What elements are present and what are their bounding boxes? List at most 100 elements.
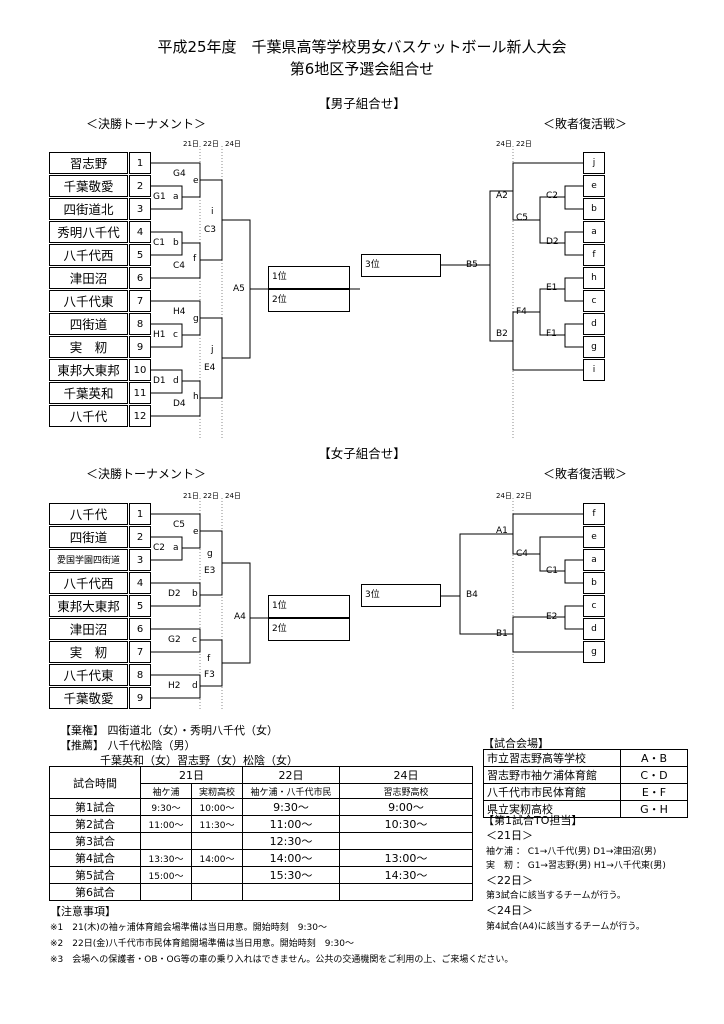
boys-team: 秀明八千代 [49, 221, 128, 243]
girls-slot-c: c [192, 635, 197, 645]
schedule-row: 第6試合 [49, 883, 473, 901]
boys-match-H1: H1 [153, 330, 166, 340]
girls-team-num: 7 [129, 641, 151, 663]
schedule-row-name: 第2試合 [49, 815, 141, 833]
girls-day-21: 21日 [183, 492, 199, 500]
boys-slot-a: a [173, 192, 179, 202]
boys-team-num: 3 [129, 198, 151, 220]
venue-row: 県立実籾高校 G・H [483, 800, 688, 818]
girls-rep-slot: d [583, 618, 605, 640]
boys-team-num: 1 [129, 152, 151, 174]
schedule-header-21: 21日 [140, 766, 243, 784]
schedule-row-name: 第6試合 [49, 883, 141, 901]
girls-rep-slot: b [583, 572, 605, 594]
girls-match-H2: H2 [168, 681, 181, 691]
girls-team: 八千代 [49, 503, 128, 525]
boys-rep-slot: i [583, 359, 605, 381]
schedule-cell: 11:00～ [242, 815, 340, 833]
girls-rep-day-22: 22日 [516, 492, 532, 500]
boys-slot-b: b [173, 238, 179, 248]
boys-team: 千葉英和 [49, 382, 128, 404]
girls-result-1st: 1位 [268, 595, 350, 618]
girls-team: 東邦大東邦 [49, 595, 128, 617]
schedule-cell: 14:30～ [339, 866, 473, 884]
girls-team-num: 6 [129, 618, 151, 640]
boys-team-num: 6 [129, 267, 151, 289]
venue-code: G・H [620, 800, 688, 818]
boys-rep-slot: d [583, 313, 605, 335]
girls-match-D2: D2 [168, 589, 181, 599]
girls-team-num: 4 [129, 572, 151, 594]
venue-row: 習志野市袖ケ浦体育館 C・D [483, 766, 688, 784]
boys-rep-slot: e [583, 175, 605, 197]
boys-team-num: 2 [129, 175, 151, 197]
girls-slot-f: f [207, 654, 211, 664]
girls-team: 八千代西 [49, 572, 128, 594]
boys-slot-g: g [193, 314, 199, 324]
boys-rep-day-24: 24日 [496, 140, 512, 148]
venue-name: 習志野市袖ケ浦体育館 [483, 766, 621, 784]
boys-team-num: 7 [129, 290, 151, 312]
caution-3: ※3 会場への保護者・OB・OG等の車の乗り入れはできません。公共の交通機関をご… [50, 955, 514, 965]
venue-row: 八千代市市民体育館 E・F [483, 783, 688, 801]
schedule-cell [191, 883, 243, 901]
girls-result-3rd: 3位 [361, 584, 441, 607]
girls-team: 愛国学園四街道 [49, 549, 128, 571]
boys-rep-slot: g [583, 336, 605, 358]
boys-team: 津田沼 [49, 267, 128, 289]
schedule-row-name: 第3試合 [49, 832, 141, 850]
to-line-4: 第4試合(A4)に該当するチームが行う。 [486, 922, 645, 932]
boys-slot-d: d [173, 376, 179, 386]
boys-result-2nd: 2位 [268, 289, 350, 312]
boys-match-C3: C3 [204, 225, 217, 235]
girls-slot-d: d [192, 681, 198, 691]
boys-rep-slot: j [583, 152, 605, 174]
girls-rep-C4: C4 [516, 549, 529, 559]
boys-match-A5: A5 [233, 284, 245, 294]
schedule-sub-21b: 実籾高校 [191, 783, 243, 799]
schedule-cell: 9:30～ [140, 798, 192, 816]
schedule-row: 第1試合 9:30～ 10:00～ 9:30～ 9:00～ [49, 798, 473, 816]
schedule-cell: 14:00～ [242, 849, 340, 867]
boys-heading: 【男子組合せ】 [318, 96, 406, 111]
boys-team: 実 籾 [49, 336, 128, 358]
boys-day-22: 22日 [203, 140, 219, 148]
boys-slot-f: f [193, 254, 197, 264]
schedule-cell: 10:30～ [339, 815, 473, 833]
venues-table: 市立習志野高等学校 A・B 習志野市袖ケ浦体育館 C・D 八千代市市民体育館 E… [483, 749, 688, 818]
boys-rep-slot: b [583, 198, 605, 220]
boys-team-num: 12 [129, 405, 151, 427]
schedule-cell: 9:00～ [339, 798, 473, 816]
schedule-cell: 12:30～ [242, 832, 340, 850]
girls-rep-slot: g [583, 641, 605, 663]
schedule-row: 第5試合 15:00～ 15:30～ 14:30～ [49, 866, 473, 884]
boys-rep-slot: f [583, 244, 605, 266]
schedule-cell [140, 832, 192, 850]
boys-rep-F1: F1 [546, 329, 557, 339]
venues-heading: 【試合会場】 [483, 737, 549, 750]
girls-match-G2: G2 [168, 635, 181, 645]
schedule-cell: 10:00～ [191, 798, 243, 816]
boys-match-C1: C1 [153, 238, 166, 248]
venue-name: 八千代市市民体育館 [483, 783, 621, 801]
boys-rep-B5: B5 [466, 260, 478, 270]
girls-repechage-label: ＜敗者復活戦＞ [543, 467, 628, 481]
girls-match-C2: C2 [153, 543, 166, 553]
to-heading: 【第1試合TO担当】 [483, 814, 583, 827]
boys-team-num: 11 [129, 382, 151, 404]
girls-slot-g: g [207, 549, 213, 559]
girls-match-A4: A4 [234, 612, 246, 622]
girls-team-num: 3 [129, 549, 151, 571]
schedule-cell: 14:00～ [191, 849, 243, 867]
schedule-cell [339, 883, 473, 901]
girls-day-24: 24日 [225, 492, 241, 500]
cautions-heading: 【注意事項】 [50, 905, 116, 918]
girls-team: 津田沼 [49, 618, 128, 640]
boys-rep-day-22: 22日 [516, 140, 532, 148]
schedule-cell [191, 866, 243, 884]
recommend-note-1: 【推薦】 八千代松陰（男） [60, 739, 196, 752]
girls-rep-B1: B1 [496, 629, 508, 639]
boys-team: 八千代西 [49, 244, 128, 266]
boys-day-21: 21日 [183, 140, 199, 148]
schedule-cell: 11:00～ [140, 815, 192, 833]
